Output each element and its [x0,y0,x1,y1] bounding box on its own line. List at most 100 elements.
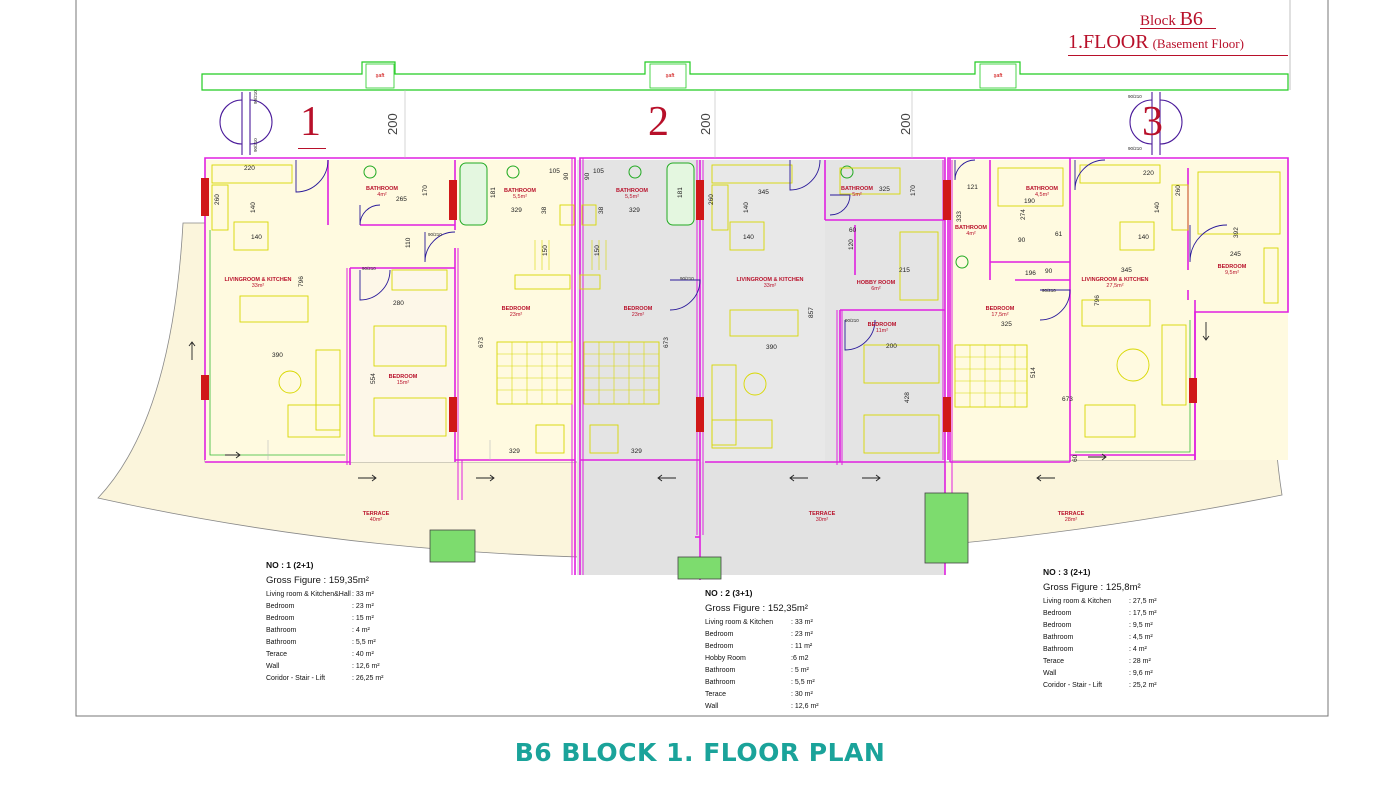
dim-label: 140 [743,202,750,213]
unit3-interior [948,160,1288,460]
room-area: 11m² [875,328,889,334]
item-value: : 9,5 m² [1129,622,1153,629]
room-name: BATHROOM [616,188,648,194]
dim-label: 673 [663,337,670,348]
sink-icon [840,165,854,179]
door-tag: 90/210 [253,138,258,152]
dim-label: 140 [250,202,257,213]
entry-door-3 [1129,92,1183,155]
item-label: Bedroom [266,603,295,610]
unit-number-1: 1 [300,99,321,145]
dim-label: 329 [511,207,522,214]
room-name: LIVINGROOM & KITCHEN [736,277,804,283]
room-area: 23m² [509,312,523,318]
dim-label: 196 [1025,270,1036,277]
table-row: Wall: 12,6 m² [705,703,819,715]
item-label: Bathroom [705,667,736,674]
direction-arrows [188,322,1210,482]
room-area: 33m² [251,283,265,289]
dim-label: 140 [743,234,754,241]
dim-label: 121 [967,184,978,191]
dim-label: 554 [370,373,377,384]
item-label: Terace [1043,658,1065,665]
room-area: 5,5m² [624,194,640,200]
sink-icons [363,165,969,269]
room-area: 5,5m² [512,194,528,200]
gross-figure: Gross Figure : 125,8m² [1043,582,1141,593]
item-label: Bedroom [705,643,734,650]
item-value: : 12,6 m² [791,703,819,710]
block-underline [1140,28,1216,29]
unit2-hobby-floor [825,160,945,462]
door-swings [295,159,1228,351]
room-name: BEDROOM [1217,264,1247,270]
room-area: 23m² [631,312,645,318]
dim-label: 260 [214,194,221,205]
sink-icon [506,165,520,179]
sink-icon [628,165,642,179]
room-name: HOBBY ROOM [856,280,896,286]
room-name: BEDROOM [623,306,653,312]
bed-patterns [497,240,1027,407]
door-tag: 90/210 [1128,146,1142,151]
table-row: Bathroom: 4 m² [1043,646,1157,658]
room-area: 27,5m² [1106,283,1124,289]
dim-label: 329 [509,448,520,455]
spacing-dim: 200 [385,113,400,135]
planter [924,492,969,564]
item-value: : 4,5 m² [1129,634,1153,641]
room-name: BATHROOM [955,225,987,231]
door-tag: 90/210 [680,276,694,281]
item-label: Hobby Room [705,655,746,662]
dim-label: 60 [1072,454,1079,462]
gross-figure: Gross Figure : 159,35m² [266,575,369,586]
area-table: Living room & Kitchen&Hall: 33 m² Bedroo… [266,591,384,687]
unit2-terrace-floor [577,462,945,575]
dim-label: 140 [251,234,262,241]
table-row: Bedroom: 9,5 m² [1043,622,1157,634]
block-label: Block B6 [1140,8,1203,31]
table-row: Bathroom: 4 m² [266,627,384,639]
room-name: BATHROOM [366,186,398,192]
table-row: Bedroom: 15 m² [266,615,384,627]
floor-underline [1068,55,1288,56]
door-tag: 90/210 [428,232,442,237]
dim-label: 105 [593,168,604,175]
table-row: Bedroom: 23 m² [266,603,384,615]
item-value: : 5 m² [791,667,809,674]
item-label: Bathroom [1043,634,1074,641]
room-name: BEDROOM [867,322,897,328]
item-label: Coridor - Stair - Lift [1043,682,1103,689]
room-area: 5m² [852,192,862,198]
dim-label: 181 [490,187,497,198]
room-area: 33m² [763,283,777,289]
door-tag: 90/210 [845,318,859,323]
table-row: Bedroom: 11 m² [705,643,819,655]
dim-label: 265 [396,196,407,203]
door-tag: 90/210 [1128,94,1142,99]
item-label: Bedroom [1043,610,1072,617]
window [943,397,951,432]
dim-label: 796 [1094,295,1101,306]
dim-label: 38 [541,206,548,214]
item-value: : 15 m² [352,615,374,622]
dim-label: 673 [478,337,485,348]
item-label: Coridor - Stair - Lift [266,675,326,682]
walls [204,157,1289,580]
sheet-frame [75,0,1329,717]
window [696,397,704,432]
dim-label: 90 [1018,237,1026,244]
item-value: : 12,6 m² [352,663,380,670]
